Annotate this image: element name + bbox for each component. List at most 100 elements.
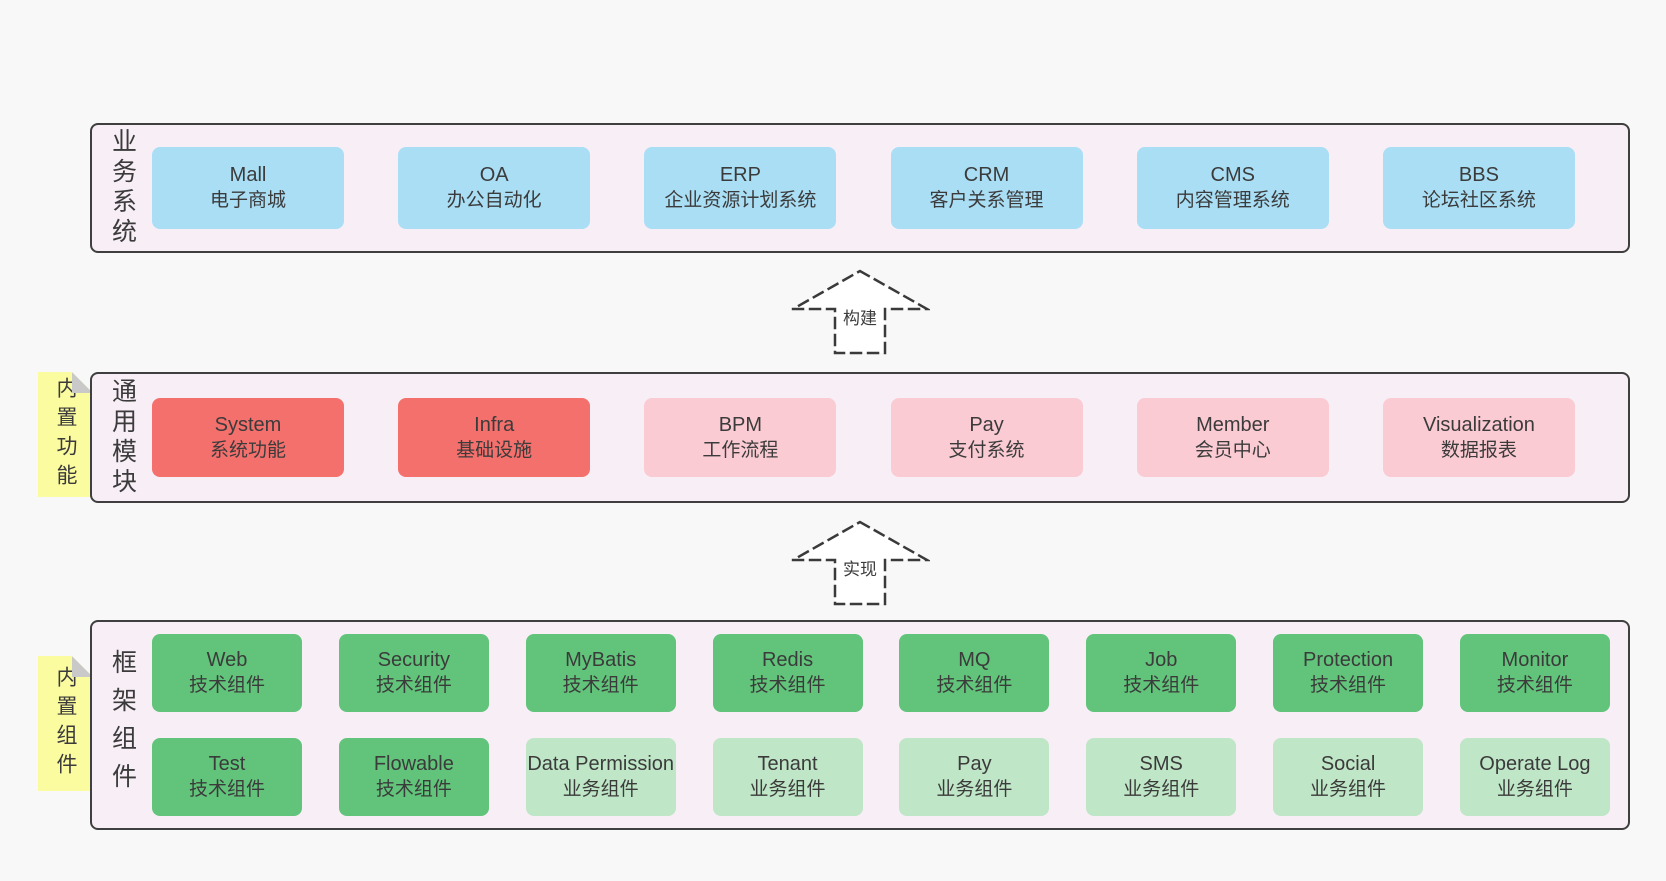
box-test: Test 技术组件 [152, 738, 302, 816]
box-infra: Infra 基础设施 [398, 398, 591, 477]
box-subtitle: 支付系统 [948, 439, 1025, 461]
box-subtitle: 技术组件 [188, 675, 265, 696]
layer-label-gutter: 框架组件 [92, 622, 152, 828]
box-redis: Redis 技术组件 [712, 634, 863, 712]
box-title: Data Permission [527, 753, 675, 775]
layer-components-label: 框架组件 [108, 649, 137, 801]
box-subtitle: 业务组件 [1496, 779, 1573, 800]
box-protection: Protection 技术组件 [1273, 634, 1424, 712]
box-title: Mall [229, 164, 267, 186]
box-title: BPM [718, 413, 763, 436]
box-title: Redis [761, 649, 814, 671]
box-subtitle: 技术组件 [1123, 675, 1200, 696]
box-title: CMS [1210, 164, 1255, 186]
box-bpm: BPM 工作流程 [644, 398, 837, 477]
box-title: BBS [1458, 164, 1499, 186]
box-mybatis: MyBatis 技术组件 [525, 634, 676, 712]
box-title: Tenant [757, 753, 818, 775]
box-subtitle: 技术组件 [562, 675, 639, 696]
layer-modules-label: 通用模块 [108, 377, 137, 498]
layer-label-gutter: 业务系统 [92, 125, 152, 251]
business-components-row: Test 技术组件 Flowable 技术组件 Data Permission … [152, 738, 1610, 816]
implement-arrow: 实现 [790, 519, 930, 607]
box-subtitle: 内容管理系统 [1175, 190, 1290, 211]
box-oa: OA 办公自动化 [398, 147, 591, 229]
box-title: ERP [719, 164, 761, 186]
layer-business-systems: 业务系统 Mall 电子商城 OA 办公自动化 ERP 企业资源计划系统 CRM [90, 123, 1630, 253]
box-subtitle: 企业资源计划系统 [664, 190, 817, 211]
box-subtitle: 技术组件 [1310, 675, 1387, 696]
box-subtitle: 办公自动化 [446, 190, 542, 211]
box-social: Social 业务组件 [1273, 738, 1424, 816]
box-data-permission: Data Permission 业务组件 [525, 738, 676, 816]
box-subtitle: 业务组件 [936, 779, 1013, 800]
box-pay-module: Pay 支付系统 [890, 398, 1083, 477]
box-security: Security 技术组件 [338, 634, 489, 712]
box-subtitle: 业务组件 [562, 779, 639, 800]
box-web: Web 技术组件 [152, 634, 302, 712]
box-visualization: Visualization 数据报表 [1382, 398, 1575, 477]
box-system: System 系统功能 [152, 398, 344, 477]
box-title: MQ [958, 649, 991, 671]
box-flowable: Flowable 技术组件 [338, 738, 489, 816]
layer-common-modules: 通用模块 System 系统功能 Infra 基础设施 BPM 工作流程 Pay [90, 372, 1630, 503]
box-subtitle: 业务组件 [1310, 779, 1387, 800]
box-title: Flowable [373, 753, 454, 775]
box-title: MyBatis [565, 649, 637, 671]
box-title: Web [206, 649, 248, 671]
box-title: OA [479, 164, 509, 186]
layer-label-gutter: 通用模块 [92, 374, 152, 501]
box-title: Monitor [1501, 649, 1569, 671]
box-subtitle: 论坛社区系统 [1421, 190, 1536, 211]
box-title: SMS [1139, 753, 1183, 775]
box-title: Visualization [1422, 413, 1535, 436]
box-title: Test [208, 753, 246, 775]
layer-framework-components: 框架组件 Web 技术组件 Security 技术组件 MyBatis 技术组件… [90, 620, 1630, 830]
box-mq: MQ 技术组件 [899, 634, 1050, 712]
box-subtitle: 业务组件 [749, 779, 826, 800]
box-title: Social [1320, 753, 1376, 775]
box-monitor: Monitor 技术组件 [1459, 634, 1610, 712]
box-subtitle: 工作流程 [702, 439, 779, 461]
box-title: Pay [969, 413, 1004, 436]
box-title: Pay [957, 753, 992, 775]
build-arrow: 构建 [790, 268, 930, 356]
box-bbs: BBS 论坛社区系统 [1382, 147, 1575, 229]
box-title: CRM [963, 164, 1010, 186]
box-subtitle: 技术组件 [188, 779, 265, 800]
box-operate-log: Operate Log 业务组件 [1459, 738, 1610, 816]
box-title: Operate Log [1479, 753, 1591, 775]
box-subtitle: 业务组件 [1123, 779, 1200, 800]
build-arrow-label: 构建 [840, 304, 880, 329]
common-modules-row: System 系统功能 Infra 基础设施 BPM 工作流程 Pay 支付系统… [152, 398, 1575, 477]
box-sms: SMS 业务组件 [1086, 738, 1237, 816]
box-subtitle: 系统功能 [209, 439, 286, 461]
layer-business-label: 业务系统 [108, 128, 137, 248]
box-title: Infra [474, 413, 515, 436]
sticky-note-built-in-features: 内置功能 [38, 372, 93, 497]
box-crm: CRM 客户关系管理 [890, 147, 1083, 229]
box-pay-component: Pay 业务组件 [899, 738, 1050, 816]
business-systems-row: Mall 电子商城 OA 办公自动化 ERP 企业资源计划系统 CRM 客户关系… [152, 147, 1575, 229]
box-subtitle: 客户关系管理 [929, 190, 1044, 211]
box-member: Member 会员中心 [1136, 398, 1329, 477]
sticky-note-label: 内置组件 [54, 665, 77, 782]
box-title: Protection [1303, 649, 1394, 671]
tech-components-row: Web 技术组件 Security 技术组件 MyBatis 技术组件 Redi… [152, 634, 1610, 712]
sticky-note-built-in-components: 内置组件 [38, 656, 93, 791]
box-subtitle: 技术组件 [375, 675, 452, 696]
box-title: Job [1145, 649, 1178, 671]
box-title: Security [377, 649, 450, 671]
box-subtitle: 基础设施 [456, 439, 533, 461]
box-subtitle: 技术组件 [375, 779, 452, 800]
box-subtitle: 技术组件 [749, 675, 826, 696]
box-subtitle: 技术组件 [936, 675, 1013, 696]
box-subtitle: 电子商城 [209, 190, 286, 211]
box-cms: CMS 内容管理系统 [1136, 147, 1329, 229]
box-subtitle: 会员中心 [1194, 439, 1271, 461]
box-title: Member [1196, 413, 1270, 436]
box-subtitle: 数据报表 [1440, 439, 1517, 461]
implement-arrow-label: 实现 [840, 555, 880, 580]
box-subtitle: 技术组件 [1496, 675, 1573, 696]
